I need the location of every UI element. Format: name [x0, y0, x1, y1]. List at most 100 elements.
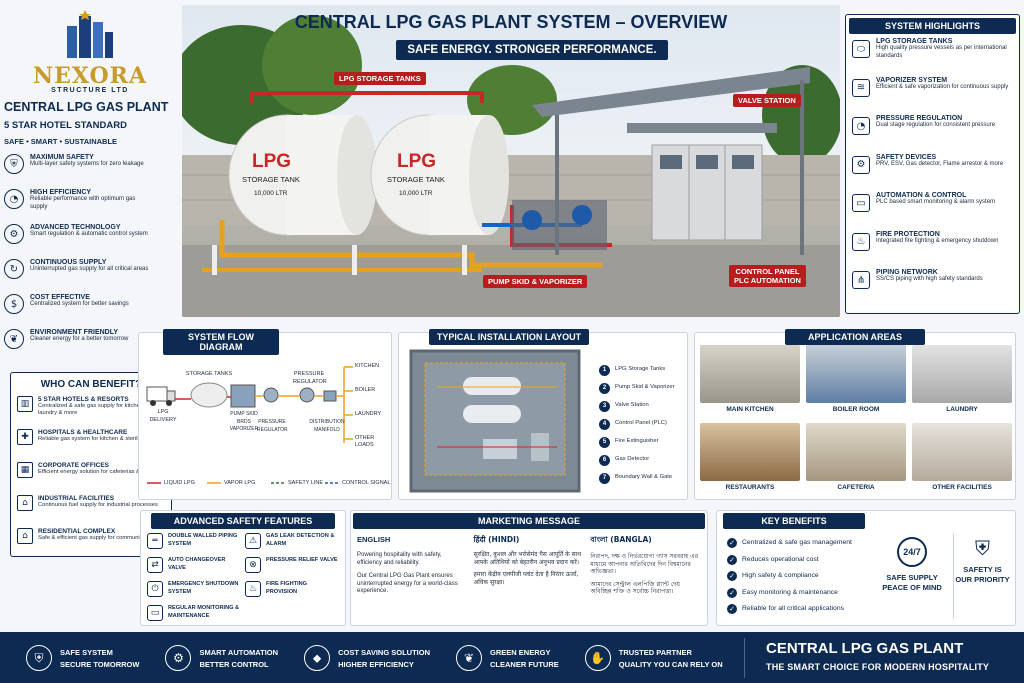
benefit-item-title: INDUSTRIAL FACILITIES: [38, 495, 115, 502]
highlight-desc: SS/CS piping with high safety standards: [876, 276, 983, 282]
bn-head: বাংলা (BANGLA): [590, 535, 652, 544]
safety-text: FIRE FIGHTING PROVISION: [266, 581, 308, 595]
app-photo: [700, 423, 800, 481]
legend-number: 7: [599, 472, 610, 484]
keybenefit-item: ✓High safety & compliance: [727, 568, 877, 585]
app-label: LAUNDRY: [946, 406, 978, 413]
benefit-item-desc: Safe & efficient gas supply for communit…: [38, 535, 149, 541]
footer-line1: SMART AUTOMATION: [199, 647, 279, 657]
legend-vapor: VAPOR LPG: [224, 480, 256, 486]
benefit-item-desc: Continuous fuel supply for industrial pr…: [38, 502, 158, 508]
tank2-cap: 10,000 LTR: [399, 190, 433, 197]
keybenefit-item: ✓ Reduces operational cost: [727, 552, 877, 569]
layout-plan: [409, 349, 581, 493]
benefit-title: WHO CAN BENEFIT?: [40, 379, 142, 390]
apps-title: APPLICATION AREAS: [785, 329, 925, 345]
highlight-title: SAFETY DEVICES: [876, 153, 937, 161]
marketing-panel: MARKETING MESSAGE ENGLISH Powering hospi…: [350, 510, 708, 626]
flow-preg1: PRESSURE REGULATOR: [293, 371, 327, 385]
left-title: CENTRAL LPG GAS PLANT: [4, 100, 169, 114]
alert-icon: ⚠: [245, 533, 261, 549]
layout-legend-item: 7 Boundary Wall & Gate: [599, 469, 687, 487]
highlight-title: VAPORIZER SYSTEM: [876, 76, 948, 84]
keybenefit-item: ✓Reliable for all critical applications: [727, 601, 877, 618]
pipe-icon: ═: [147, 533, 163, 549]
safety-item: ⏻EMERGENCY SHUTDOWN SYSTEM: [147, 581, 241, 601]
monitor-icon: ▭: [147, 605, 163, 621]
en-head: ENGLISH: [357, 535, 391, 544]
legend-number: 3: [599, 400, 610, 412]
footer-divider: [744, 638, 745, 678]
flow-storage: STORAGE TANKS: [185, 371, 233, 377]
benefit-item-title: RESIDENTIAL COMPLEX: [38, 528, 116, 535]
footer-title: CENTRAL LPG GAS PLANT: [766, 640, 964, 657]
safety-text: GAS LEAK DETECTION & ALARM: [266, 533, 335, 547]
tank-icon: ⬭: [852, 40, 870, 58]
flow-output: BOILER: [355, 387, 376, 393]
footer-line1: SAFE SYSTEM: [60, 647, 113, 657]
app-tile: LAUNDRY: [912, 345, 1012, 419]
highlight-title: LPG STORAGE TANKS: [876, 38, 953, 45]
flow-panel: SYSTEM FLOW DIAGRAM STORAGE TANKS LPG DE…: [138, 329, 392, 500]
brand-logo: NEXORA STRUCTURE LTD: [4, 4, 176, 94]
monitor-icon: ▭: [852, 194, 870, 212]
badge-safety-text: SAFETY IS OUR PRIORITY: [955, 565, 1010, 584]
refresh-icon: ↻: [4, 259, 24, 279]
feature-desc: Reliable performance with optimum gas su…: [30, 196, 136, 210]
footer-line1: TRUSTED PARTNER: [618, 647, 692, 657]
flow-output: KITCHEN: [355, 363, 380, 369]
check-icon: ✓: [727, 554, 737, 565]
legend-label: Boundary Wall & Gate: [615, 474, 673, 481]
highlight-desc: Efficient & safe vaporization for contin…: [876, 83, 1009, 90]
feature-desc: Uninterrupted gas supply for all critica…: [30, 266, 149, 272]
network-icon: ⋔: [852, 271, 870, 289]
legend-number: 4: [599, 418, 610, 430]
benefit-item-title: 5 STAR HOTELS & RESORTS: [38, 396, 129, 403]
vaporizer-icon: ≋: [852, 78, 870, 97]
tank2-lpg: LPG: [397, 151, 437, 172]
safety-title: ADVANCED SAFETY FEATURES: [151, 513, 335, 529]
benefit-item-desc: Efficient energy solution for cafeterias…: [38, 469, 158, 475]
footer-line2: SECURE TOMORROW: [60, 659, 140, 669]
keybenefit-text: Reduces operational cost: [742, 555, 819, 563]
footer-line2: CLEANER FUTURE: [490, 659, 559, 669]
benefit-item-desc: Centralized & safe gas supply for kitche…: [38, 403, 148, 416]
check-icon: ✓: [727, 587, 737, 598]
legend-number: 2: [599, 382, 610, 394]
app-label: CAFETERIA: [837, 484, 875, 491]
safety-text: AUTO CHANGEOVER VALVE: [168, 557, 226, 571]
en-p2: Our Central LPG Gas Plant ensures uninte…: [357, 573, 458, 594]
app-photo: [806, 423, 906, 481]
feature-title: MAXIMUM SAFETY: [30, 154, 94, 161]
app-label: MAIN KITCHEN: [726, 406, 774, 413]
valve-icon: ⊗: [245, 557, 261, 573]
benefit-item-desc: Reliable gas system for kitchen & steril…: [38, 436, 155, 442]
legend-number: 1: [599, 364, 610, 376]
label-pump-skid: PUMP SKID & VAPORIZER: [483, 275, 588, 288]
marketing-bangla: বাংলা (BANGLA) নিরাপদ, দক্ষ ও নির্ভরযোগ্…: [590, 535, 701, 596]
